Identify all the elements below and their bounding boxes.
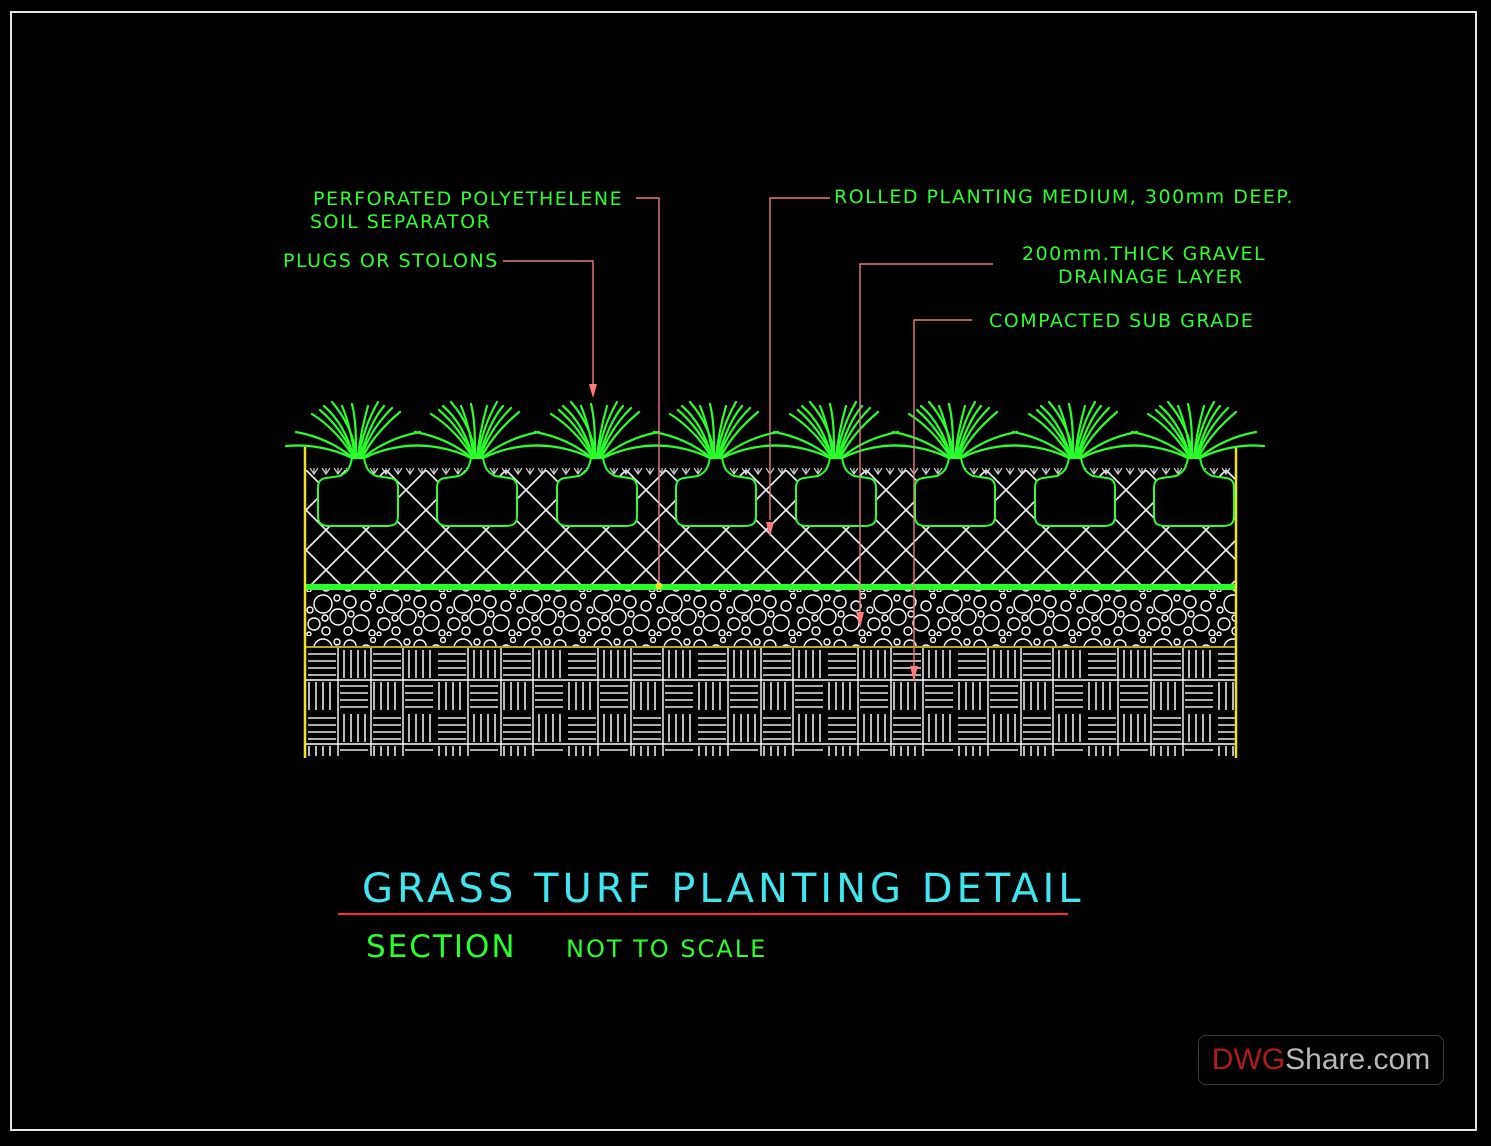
leader-medium (769, 197, 830, 520)
watermark-brand-red: DWG (1211, 1043, 1286, 1076)
compacted-subgrade-layer (306, 648, 1236, 756)
watermark-brand-grey: Share.com (1285, 1043, 1431, 1076)
drawing-border (10, 11, 1477, 1131)
callout-medium: ROLLED PLANTING MEDIUM, 300mm DEEP. (834, 186, 1294, 208)
gravel-drainage-layer (306, 590, 1236, 646)
callout-gravel-line2: DRAINAGE LAYER (1058, 266, 1244, 288)
drawing-title: GRASS TURF PLANTING DETAIL (362, 866, 1085, 912)
callout-subgrade: COMPACTED SUB GRADE (989, 310, 1255, 332)
callout-plugs: PLUGS OR STOLONS (283, 250, 499, 272)
leader-plugs (503, 260, 594, 390)
scale-note: NOT TO SCALE (566, 935, 768, 963)
callout-gravel-line1: 200mm.THICK GRAVEL (1022, 243, 1267, 265)
callout-separator-line2: SOIL SEPARATOR (310, 211, 492, 233)
leader-subgrade (913, 319, 972, 670)
leader-gravel (859, 263, 993, 615)
leader-separator (636, 197, 660, 585)
title-underline (338, 913, 1068, 915)
callout-separator-line1: PERFORATED POLYETHELENE (313, 188, 624, 210)
leader-arrowheads (589, 384, 918, 682)
soil-separator-line (306, 584, 1236, 590)
leader-lines (503, 197, 993, 670)
view-label: SECTION (366, 929, 517, 965)
separator-leader-dot (655, 582, 663, 590)
